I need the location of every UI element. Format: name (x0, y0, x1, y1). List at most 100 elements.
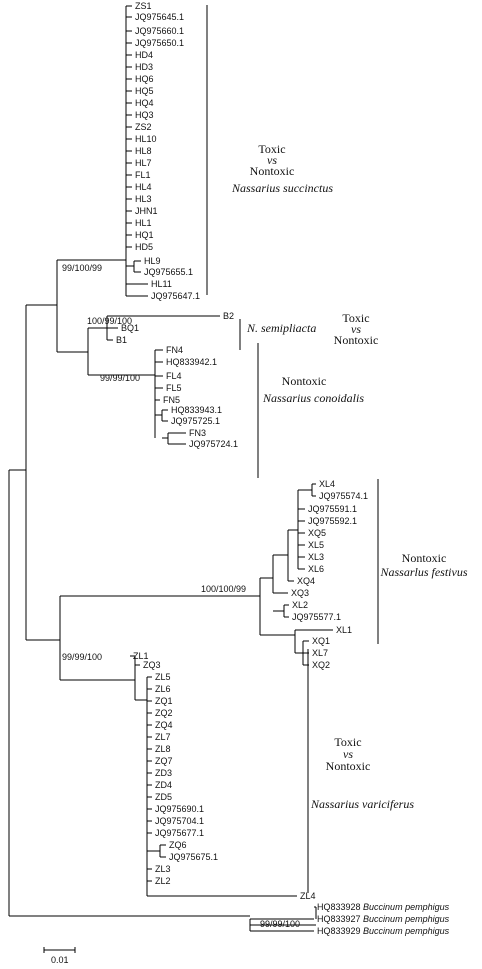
tip-label-jq975577_1: JQ975577.1 (292, 612, 341, 622)
annotation-conoidalis-nontoxic: Nontoxic (282, 374, 327, 388)
tip-label-zl7: ZL7 (155, 732, 171, 742)
scale-bar-label: 0.01 (51, 955, 69, 965)
annotation-succinctus-vs: vs (267, 153, 277, 167)
tip-label-hq833943_1: HQ833943.1 (171, 405, 222, 415)
annotation-semipliacta-vs: vs (351, 322, 361, 336)
tip-label-xl2: XL2 (292, 600, 308, 610)
annotation-festivus-nontoxic: Nontoxic (402, 551, 447, 565)
tip-label-fn5: FN5 (163, 395, 180, 405)
tip-label-hl9: HL9 (144, 256, 161, 266)
tip-label-fl1: FL1 (135, 170, 151, 180)
tip-label-hq5: HQ5 (135, 86, 154, 96)
tip-label-b1: B1 (116, 335, 127, 345)
annotation-variciferus-toxic: Toxic (334, 735, 361, 749)
tip-label-xl6: XL6 (308, 564, 324, 574)
bootstrap-label-succinctus: 99/100/99 (62, 263, 102, 273)
tip-label-jq975725_1: JQ975725.1 (171, 416, 220, 426)
tip-label-xl3: XL3 (308, 552, 324, 562)
tip-label-xq4: XQ4 (297, 576, 315, 586)
tip-label-hq833942_1: HQ833942.1 (166, 357, 217, 367)
tip-label-xq2: XQ2 (312, 660, 330, 670)
tip-label-jq975660_1: JQ975660.1 (135, 26, 184, 36)
annotation-semipliacta-nontoxic: Nontoxic (334, 333, 379, 347)
tip-label-hl7: HL7 (135, 158, 152, 168)
tip-label-hq833928: HQ833928 Buccinum pemphigus (317, 902, 450, 912)
tip-label-zq2: ZQ2 (155, 708, 173, 718)
tip-label-zl8: ZL8 (155, 744, 171, 754)
annotation-variciferus-nontoxic: Nontoxic (326, 759, 371, 773)
tip-label-hq833929: HQ833929 Buccinum pemphigus (317, 926, 450, 936)
tip-label-jq975675_1: JQ975675.1 (169, 852, 218, 862)
tip-label-hd4: HD4 (135, 50, 153, 60)
tip-label-xl7: XL7 (312, 648, 328, 658)
tip-label-bq1: BQ1 (121, 323, 139, 333)
annotation-festivus-species: Nassarlus festivus (379, 565, 467, 579)
tip-label-hq4: HQ4 (135, 98, 154, 108)
tip-label-jq975655_1: JQ975655.1 (144, 267, 193, 277)
tip-label-hq1: HQ1 (135, 230, 154, 240)
tree-tip-labels: ZS1JQ975645.1JQ975660.1JQ975650.1HD4HD3H… (116, 1, 450, 936)
annotation-variciferus-vs: vs (343, 747, 353, 761)
tip-label-xq3: XQ3 (291, 588, 309, 598)
tree-branches (8, 5, 333, 932)
bootstrap-label-semipliacta: 100/99/100 (87, 316, 132, 326)
tip-label-jq975690_1: JQ975690.1 (155, 804, 204, 814)
tip-label-fn4: FN4 (166, 345, 183, 355)
tip-label-fn3: FN3 (189, 428, 206, 438)
annotation-succinctus-nontoxic: Nontoxic (250, 164, 295, 178)
tip-label-fl5: FL5 (166, 383, 182, 393)
tip-label-jq975591_1: JQ975591.1 (308, 504, 357, 514)
tip-label-b2: B2 (223, 311, 234, 321)
tip-label-jq975645_1: JQ975645.1 (135, 12, 184, 22)
annotation-succinctus-species: Nassarius succinctus (231, 181, 333, 195)
annotation-variciferus-species: Nassarius variciferus (310, 797, 414, 811)
annotation-conoidalis-species: Nassarius conoidalis (262, 391, 364, 405)
tip-label-zq7: ZQ7 (155, 756, 173, 766)
tip-label-jq975574_1: JQ975574.1 (319, 491, 368, 501)
tip-label-jq975650_1: JQ975650.1 (135, 38, 184, 48)
tip-label-jq975677_1: JQ975677.1 (155, 828, 204, 838)
bootstrap-label-festivus: 100/100/99 (201, 584, 246, 594)
tip-label-hl11: HL11 (151, 279, 172, 289)
tip-label-zd5: ZD5 (155, 792, 172, 802)
tip-label-jq975704_1: JQ975704.1 (155, 816, 204, 826)
tip-label-hl8: HL8 (135, 146, 152, 156)
tip-label-hl10: HL10 (135, 134, 157, 144)
tip-label-zq4: ZQ4 (155, 720, 173, 730)
tip-label-zl2: ZL2 (155, 876, 171, 886)
tip-label-xl5: XL5 (308, 540, 324, 550)
tip-label-hd3: HD3 (135, 62, 153, 72)
tip-label-zs1: ZS1 (135, 1, 152, 11)
tip-label-xl1: XL1 (336, 625, 352, 635)
tip-label-fl4: FL4 (166, 371, 182, 381)
tip-label-hq833927: HQ833927 Buccinum pemphigus (317, 914, 450, 924)
annotation-succinctus-toxic: Toxic (258, 142, 285, 156)
tip-label-hl1: HL1 (135, 218, 152, 228)
bootstrap-label-variciferus: 99/99/100 (62, 652, 102, 662)
tip-label-xl4: XL4 (319, 479, 335, 489)
annotation-semipliacta-species: N. semipliacta (246, 321, 316, 335)
tip-label-jhn1: JHN1 (135, 206, 158, 216)
bootstrap-label-conoidalis: 99/99/100 (100, 373, 140, 383)
tip-label-zq3: ZQ3 (143, 660, 161, 670)
tip-label-zs2: ZS2 (135, 122, 152, 132)
bootstrap-label-outgroup: 99/99/100 (260, 919, 300, 929)
tip-label-hq6: HQ6 (135, 74, 154, 84)
tip-label-xq5: XQ5 (308, 528, 326, 538)
tip-label-hq3: HQ3 (135, 110, 154, 120)
tip-label-zl6: ZL6 (155, 684, 171, 694)
tip-label-xq1: XQ1 (312, 636, 330, 646)
tip-label-hl4: HL4 (135, 182, 152, 192)
annotation-semipliacta-toxic: Toxic (342, 311, 369, 325)
tip-label-hl3: HL3 (135, 194, 152, 204)
tip-label-zd4: ZD4 (155, 780, 172, 790)
tip-label-zd3: ZD3 (155, 768, 172, 778)
tip-label-zq1: ZQ1 (155, 696, 173, 706)
tip-label-zl1: ZL1 (133, 651, 149, 661)
tip-label-jq975592_1: JQ975592.1 (308, 516, 357, 526)
tip-label-hd5: HD5 (135, 242, 153, 252)
tip-label-zl3: ZL3 (155, 864, 171, 874)
tip-label-zl4: ZL4 (300, 891, 316, 901)
tip-label-jq975724_1: JQ975724.1 (189, 439, 238, 449)
